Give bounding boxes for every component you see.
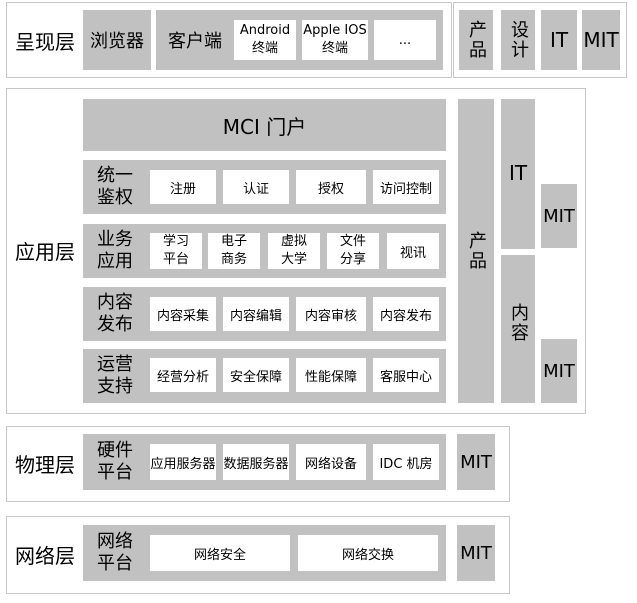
client-label: 客户端: [168, 31, 222, 52]
ops-security: 安全保障: [223, 358, 289, 392]
presentation-layer-label: 呈现层: [15, 29, 75, 54]
application-product-column: 产品: [458, 99, 494, 403]
ops-business-analysis: 经营分析: [150, 358, 216, 392]
app-server-box: 应用服务器: [150, 444, 216, 480]
network-security-box: 网络安全: [150, 535, 290, 571]
ops-performance: 性能保障: [296, 358, 366, 392]
application-layer-label: 应用层: [15, 239, 75, 264]
ops-customer-service: 客服中心: [373, 358, 439, 392]
presentation-design-box: 设计: [501, 10, 535, 70]
physical-layer-label: 物理层: [15, 452, 75, 477]
auth-access-control: 访问控制: [373, 170, 439, 204]
content-title: 内容 发布: [97, 292, 133, 335]
application-it-label: IT: [508, 161, 528, 185]
content-edit: 内容编辑: [223, 297, 289, 331]
network-mit-box: MIT: [457, 525, 495, 581]
business-title: 业务 应用: [97, 229, 133, 272]
application-mit-bottom: MIT: [541, 339, 577, 403]
auth-register: 注册: [150, 170, 216, 204]
application-it-column: [501, 99, 535, 249]
presentation-mit-box: MIT: [582, 10, 620, 70]
business-file-sharing: 文件 分享: [327, 233, 379, 269]
business-learning-platform: 学习 平台: [150, 233, 202, 269]
auth-authorize: 授权: [296, 170, 366, 204]
more-terminal-box: ...: [374, 20, 436, 60]
content-collect: 内容采集: [150, 297, 216, 331]
android-terminal-box: Android 终端: [234, 20, 296, 60]
application-mit-top: MIT: [541, 184, 577, 248]
presentation-product-box: 产品: [459, 10, 493, 70]
auth-authenticate: 认证: [223, 170, 289, 204]
hardware-title: 硬件 平台: [97, 440, 133, 483]
content-review: 内容审核: [296, 297, 366, 331]
physical-mit-box: MIT: [457, 434, 495, 490]
business-row: [83, 224, 446, 278]
application-content-column: [501, 255, 535, 403]
browser-box: 浏览器: [83, 10, 151, 70]
network-layer-label: 网络层: [15, 543, 75, 568]
ops-title: 运营 支持: [97, 354, 133, 397]
presentation-it-box: IT: [541, 10, 577, 70]
auth-title: 统一 鉴权: [97, 165, 133, 208]
network-title: 网络 平台: [97, 531, 133, 574]
network-device-box: 网络设备: [296, 444, 366, 480]
idc-room-box: IDC 机房: [373, 444, 439, 480]
data-server-box: 数据服务器: [223, 444, 289, 480]
application-content-label: 内容: [508, 303, 529, 343]
network-switching-box: 网络交换: [298, 535, 438, 571]
apple-ios-terminal-box: Apple IOS 终端: [302, 20, 368, 60]
content-publish: 内容发布: [373, 297, 439, 331]
business-ecommerce: 电子 商务: [208, 233, 260, 269]
business-virtual-university: 虚拟 大学: [268, 233, 320, 269]
mci-portal-box: MCI 门户: [83, 99, 446, 151]
business-video: 视讯: [387, 233, 439, 269]
